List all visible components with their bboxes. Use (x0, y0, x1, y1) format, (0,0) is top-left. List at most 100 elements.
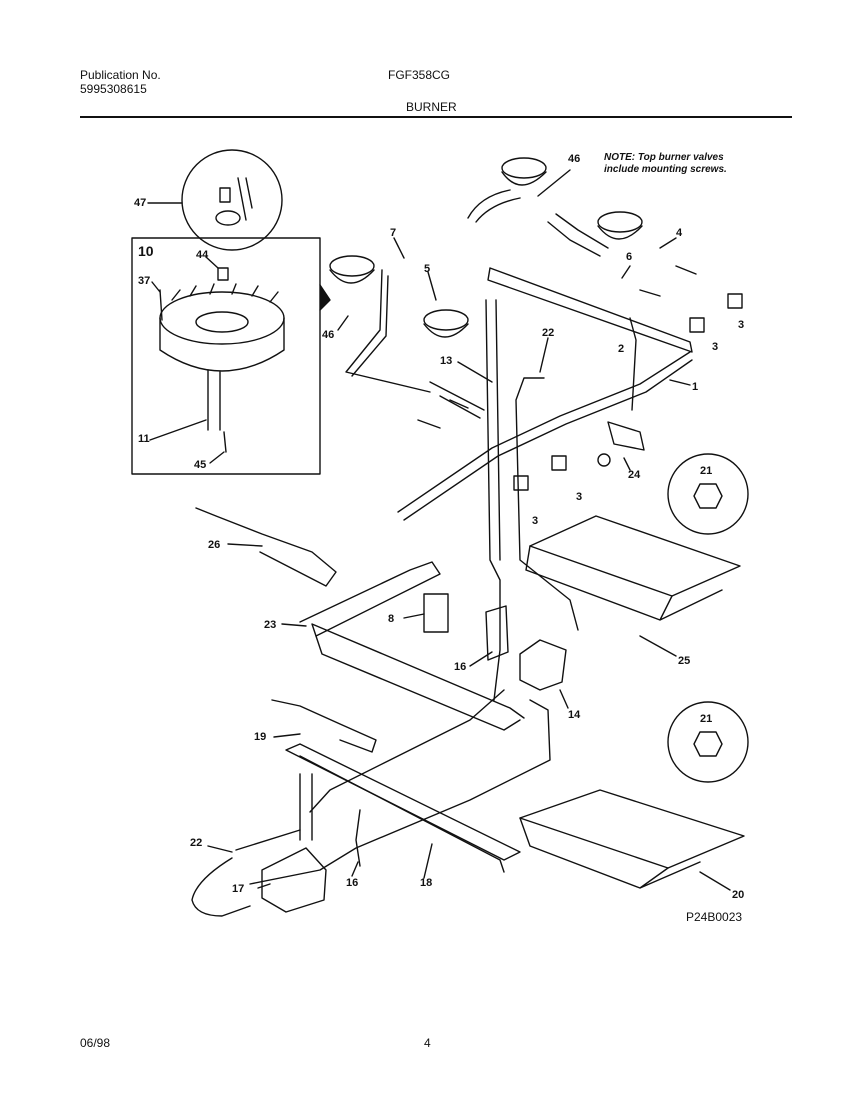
model-number: FGF358CG (388, 68, 451, 82)
burner-bodies (329, 171, 643, 338)
screw-icon (219, 187, 231, 203)
leader-16-upper (469, 651, 493, 667)
callout-46-upper: 46 (568, 153, 580, 165)
bracket-16 (485, 605, 509, 661)
top-burner-valves (417, 265, 697, 429)
valve-stems (429, 381, 485, 419)
screw-45-icon (223, 431, 227, 453)
note: NOTE: Top burner valves include mounting… (604, 152, 754, 176)
inset-pointer (319, 284, 331, 311)
callout-3-a: 3 (738, 319, 744, 331)
valve-17 (261, 847, 327, 913)
top-burner-front-right (423, 309, 469, 331)
safety-valve-14 (519, 639, 567, 691)
detail-circle-47 (181, 149, 283, 251)
leader-46-lower (337, 315, 349, 331)
callout-13: 13 (440, 355, 452, 367)
callout-19: 19 (254, 731, 266, 743)
callout-16-lower: 16 (346, 877, 358, 889)
oven-burner-23 (299, 561, 521, 731)
leader-4 (659, 237, 677, 249)
callout-1: 1 (692, 381, 698, 393)
callout-44: 44 (196, 249, 209, 261)
leader-26 (227, 543, 263, 547)
gas-line-lower (249, 699, 551, 885)
callout-45: 45 (194, 459, 206, 471)
leader-18 (423, 843, 433, 879)
igniter-cap-icon (215, 210, 241, 226)
callout-8: 8 (388, 613, 394, 625)
leader-23 (281, 623, 307, 627)
callout-11: 11 (138, 433, 150, 445)
shield-20-top (519, 789, 745, 869)
callout-3-b: 3 (712, 341, 718, 353)
broil-burner-18 (285, 743, 521, 861)
note-line-1: NOTE: Top burner valves (604, 152, 724, 163)
callout-22-upper: 22 (542, 327, 554, 339)
spring-clip-icon (237, 177, 253, 221)
section-title: BURNER (406, 100, 457, 114)
diagram-code: P24B0023 (686, 910, 743, 924)
leader-6 (621, 265, 631, 279)
callout-3-d: 3 (532, 515, 538, 527)
leader-13 (457, 361, 493, 383)
callout-24: 24 (628, 469, 641, 481)
leader-17 (257, 883, 271, 889)
oven-burner-23-edge (311, 623, 525, 719)
publication-number: 5995308615 (80, 82, 147, 96)
leader-37 (151, 281, 161, 293)
leader-16-lower (351, 861, 359, 877)
tube-rear-left (467, 189, 521, 223)
callout-7: 7 (390, 227, 396, 239)
leader-22-lower (207, 845, 233, 853)
igniter-26 (195, 507, 337, 587)
callout-14: 14 (568, 709, 581, 721)
hex-nut-icon (693, 483, 723, 509)
callout-47: 47 (134, 197, 146, 209)
callout-21-lower: 21 (700, 713, 712, 725)
tube-front-left (345, 269, 431, 393)
header-rule (80, 116, 792, 118)
leader-14 (559, 689, 569, 709)
igniter-8 (423, 593, 449, 633)
manifold-main (397, 351, 691, 513)
fitting-ring (597, 453, 611, 467)
leader-7 (393, 237, 405, 259)
gas-line-lower-2 (309, 689, 505, 813)
manifold-main-edge (403, 359, 693, 521)
burner-base-body (159, 317, 285, 372)
wire-2 (629, 317, 637, 411)
leader-44 (205, 256, 219, 269)
gas-line-13 (485, 299, 501, 701)
callout-17: 17 (232, 883, 244, 895)
callout-25: 25 (678, 655, 690, 667)
igniter-19 (271, 699, 377, 753)
callout-4: 4 (676, 227, 683, 239)
leader-45 (209, 451, 225, 464)
top-burner-rear-left (501, 157, 547, 179)
gas-line-16-lower (355, 809, 361, 867)
bracket-3-d (513, 475, 529, 491)
shield-25-top (529, 515, 741, 597)
leader-19 (273, 733, 301, 738)
callout-6: 6 (626, 251, 632, 263)
leader-20 (699, 871, 731, 891)
leader-11 (149, 419, 207, 441)
callout-5: 5 (424, 263, 430, 275)
gas-line-22-lower (191, 829, 301, 917)
callout-10: 10 (138, 243, 154, 259)
leader-5 (427, 271, 437, 301)
footer-page: 4 (424, 1036, 431, 1050)
bracket-3-b (689, 317, 705, 333)
callout-22-lower: 22 (190, 837, 202, 849)
leader-22-upper (539, 337, 549, 373)
tube-rear-right (547, 213, 609, 257)
leader-1 (669, 379, 691, 386)
manifold-upper (487, 267, 693, 353)
shield-20-side (519, 817, 701, 889)
fitting-24 (607, 421, 645, 451)
callout-18: 18 (420, 877, 432, 889)
screw-37-icon (159, 289, 163, 321)
callout-23: 23 (264, 619, 276, 631)
